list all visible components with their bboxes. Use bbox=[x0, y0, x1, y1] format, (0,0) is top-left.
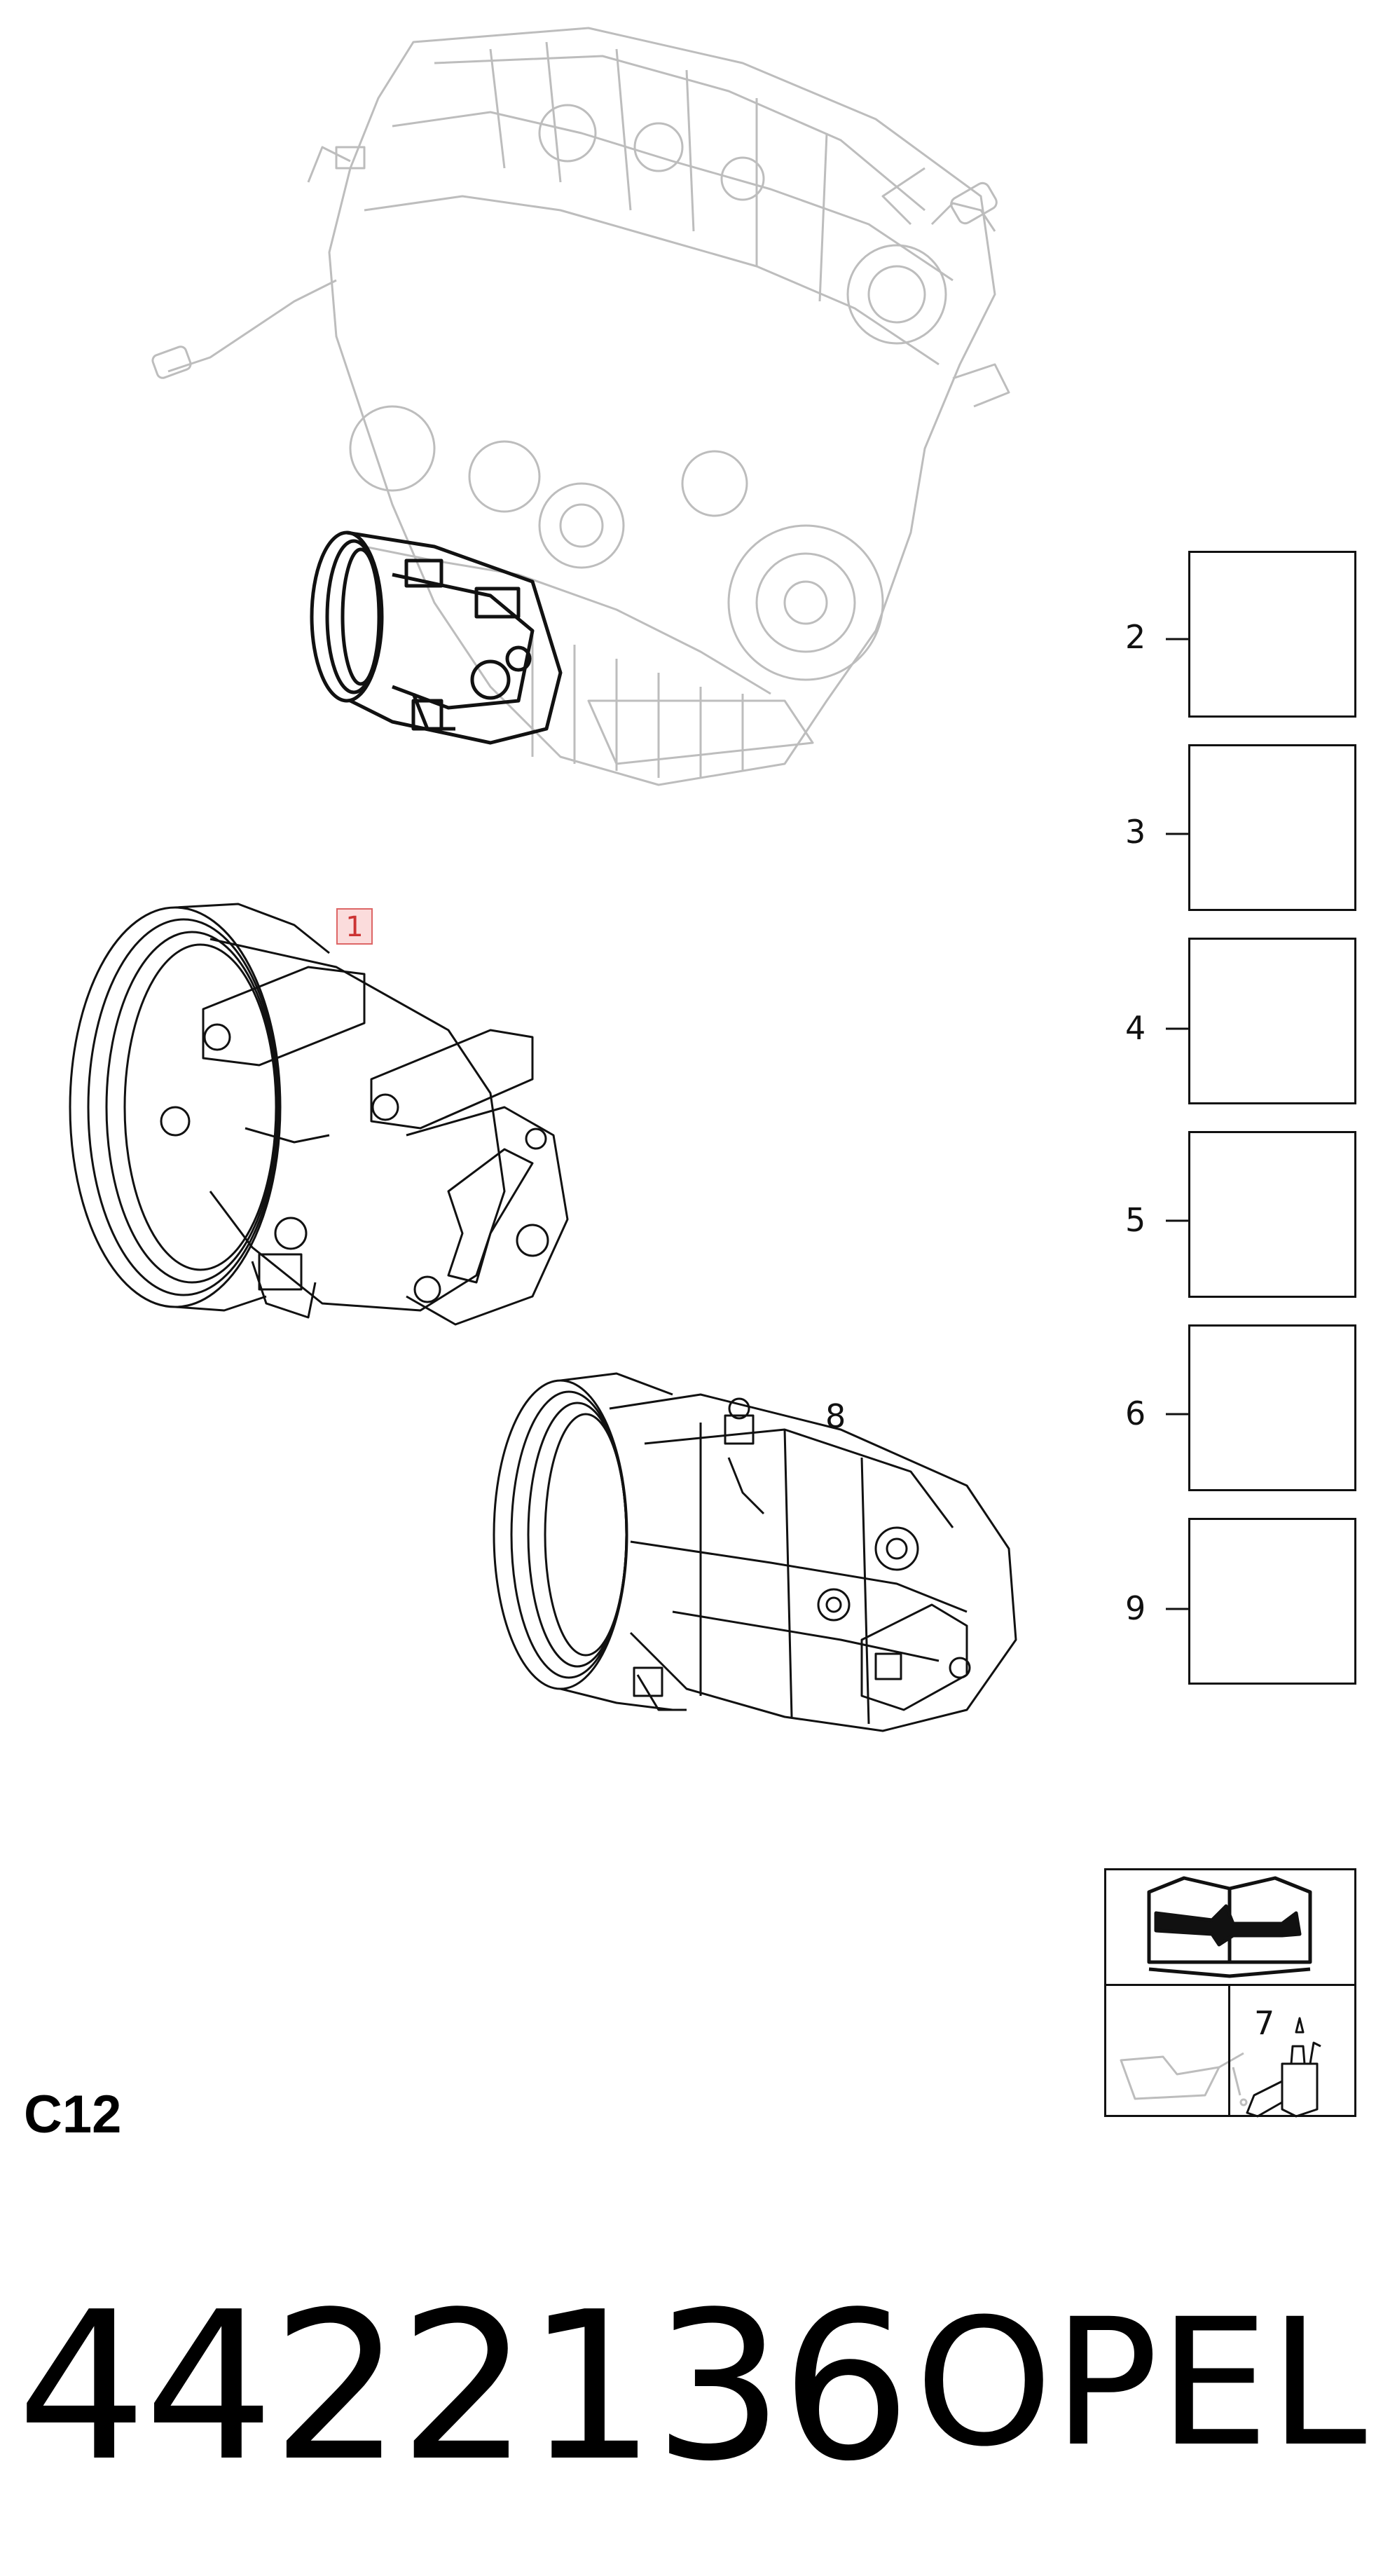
engine-block-ghost bbox=[151, 27, 1010, 786]
callout-7-label: 7 bbox=[1254, 2004, 1275, 2042]
sealant-box[interactable] bbox=[1228, 1984, 1356, 2117]
part-number: 4422136 bbox=[17, 2268, 911, 2506]
callout-2-label: 2 bbox=[1125, 618, 1146, 656]
callout-9-label: 9 bbox=[1125, 1589, 1146, 1627]
part-6-box[interactable] bbox=[1188, 1324, 1356, 1491]
callout-8-label: 8 bbox=[825, 1397, 846, 1435]
brand-name: OPEL bbox=[915, 2281, 1367, 2485]
part-5-box[interactable] bbox=[1188, 1131, 1356, 1298]
part-3-box[interactable] bbox=[1188, 744, 1356, 911]
compressor-item-1 bbox=[69, 903, 569, 1326]
callout-1-tag[interactable]: 1 bbox=[336, 908, 373, 945]
section-code: C12 bbox=[24, 2085, 122, 2144]
callout-3-label: 3 bbox=[1125, 813, 1146, 851]
manual-wrench-icon bbox=[1147, 1876, 1312, 1978]
callout-leader-lines bbox=[1166, 638, 1188, 1610]
oil-can-icon bbox=[1120, 2052, 1248, 2106]
manual-box bbox=[1104, 1868, 1356, 1986]
compressor-item-8 bbox=[493, 1372, 1017, 1732]
oil-box bbox=[1104, 1984, 1230, 2117]
part-4-box[interactable] bbox=[1188, 938, 1356, 1104]
sealant-tube-icon bbox=[1246, 2017, 1321, 2118]
callout-4-label: 4 bbox=[1125, 1009, 1146, 1047]
compressor-on-engine bbox=[310, 530, 563, 745]
callout-5-label: 5 bbox=[1125, 1201, 1146, 1239]
part-2-box[interactable] bbox=[1188, 551, 1356, 718]
part-9-box[interactable] bbox=[1188, 1518, 1356, 1685]
callout-6-label: 6 bbox=[1125, 1395, 1146, 1432]
